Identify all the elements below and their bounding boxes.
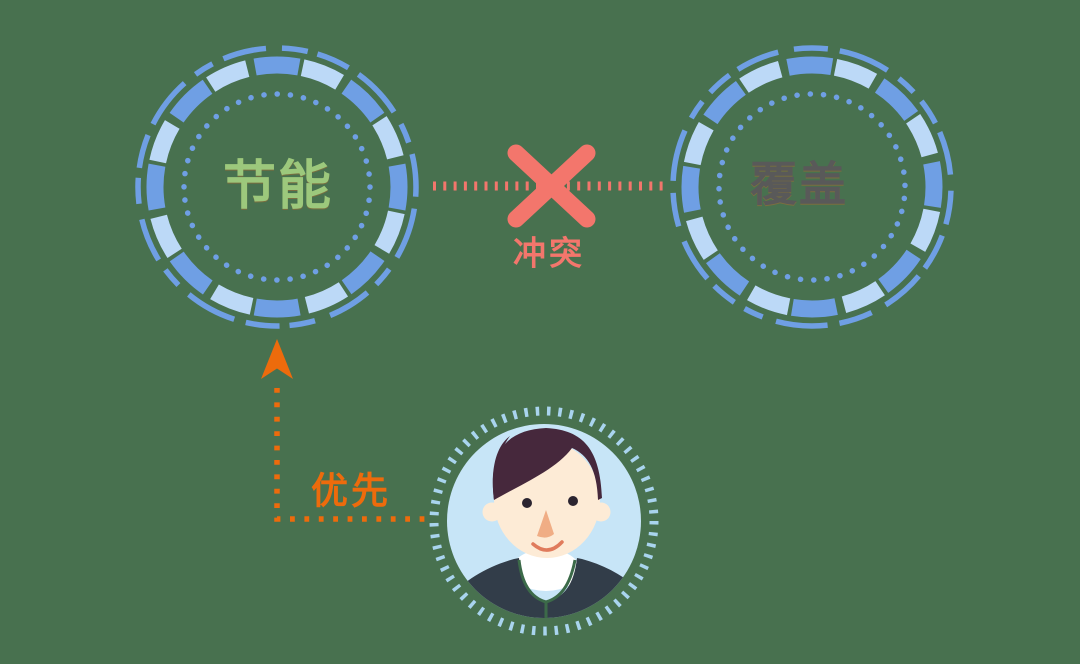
person-illustration — [447, 428, 641, 618]
nose — [537, 510, 554, 538]
conflict-x-icon — [507, 144, 596, 228]
shirt — [512, 549, 580, 591]
hair — [492, 428, 602, 500]
right-inner-dotted-ring — [716, 91, 908, 283]
right-segment-ring-light — [681, 56, 943, 318]
mouth — [531, 540, 564, 552]
priority-label: 优先 — [311, 469, 391, 513]
eye-left — [522, 498, 532, 508]
right-node-rings — [670, 45, 954, 329]
priority-arrow-up-icon — [261, 339, 293, 379]
priority-dotted-path — [274, 388, 428, 522]
left-inner-dotted-ring — [181, 91, 373, 283]
hair-sideburn — [492, 436, 510, 500]
jacket — [447, 558, 641, 618]
conflict-label: 冲突 — [513, 233, 585, 273]
left-node-label: 节能 — [223, 155, 333, 217]
avatar — [429, 406, 659, 636]
jacket-collar-trim — [517, 559, 577, 604]
left-outer-dashed-ring — [135, 45, 419, 329]
eye-right — [568, 496, 578, 506]
right-node-label: 覆盖 — [750, 157, 848, 213]
avatar-dotted-ring — [429, 406, 659, 636]
right-outer-dashed-ring — [670, 45, 954, 329]
